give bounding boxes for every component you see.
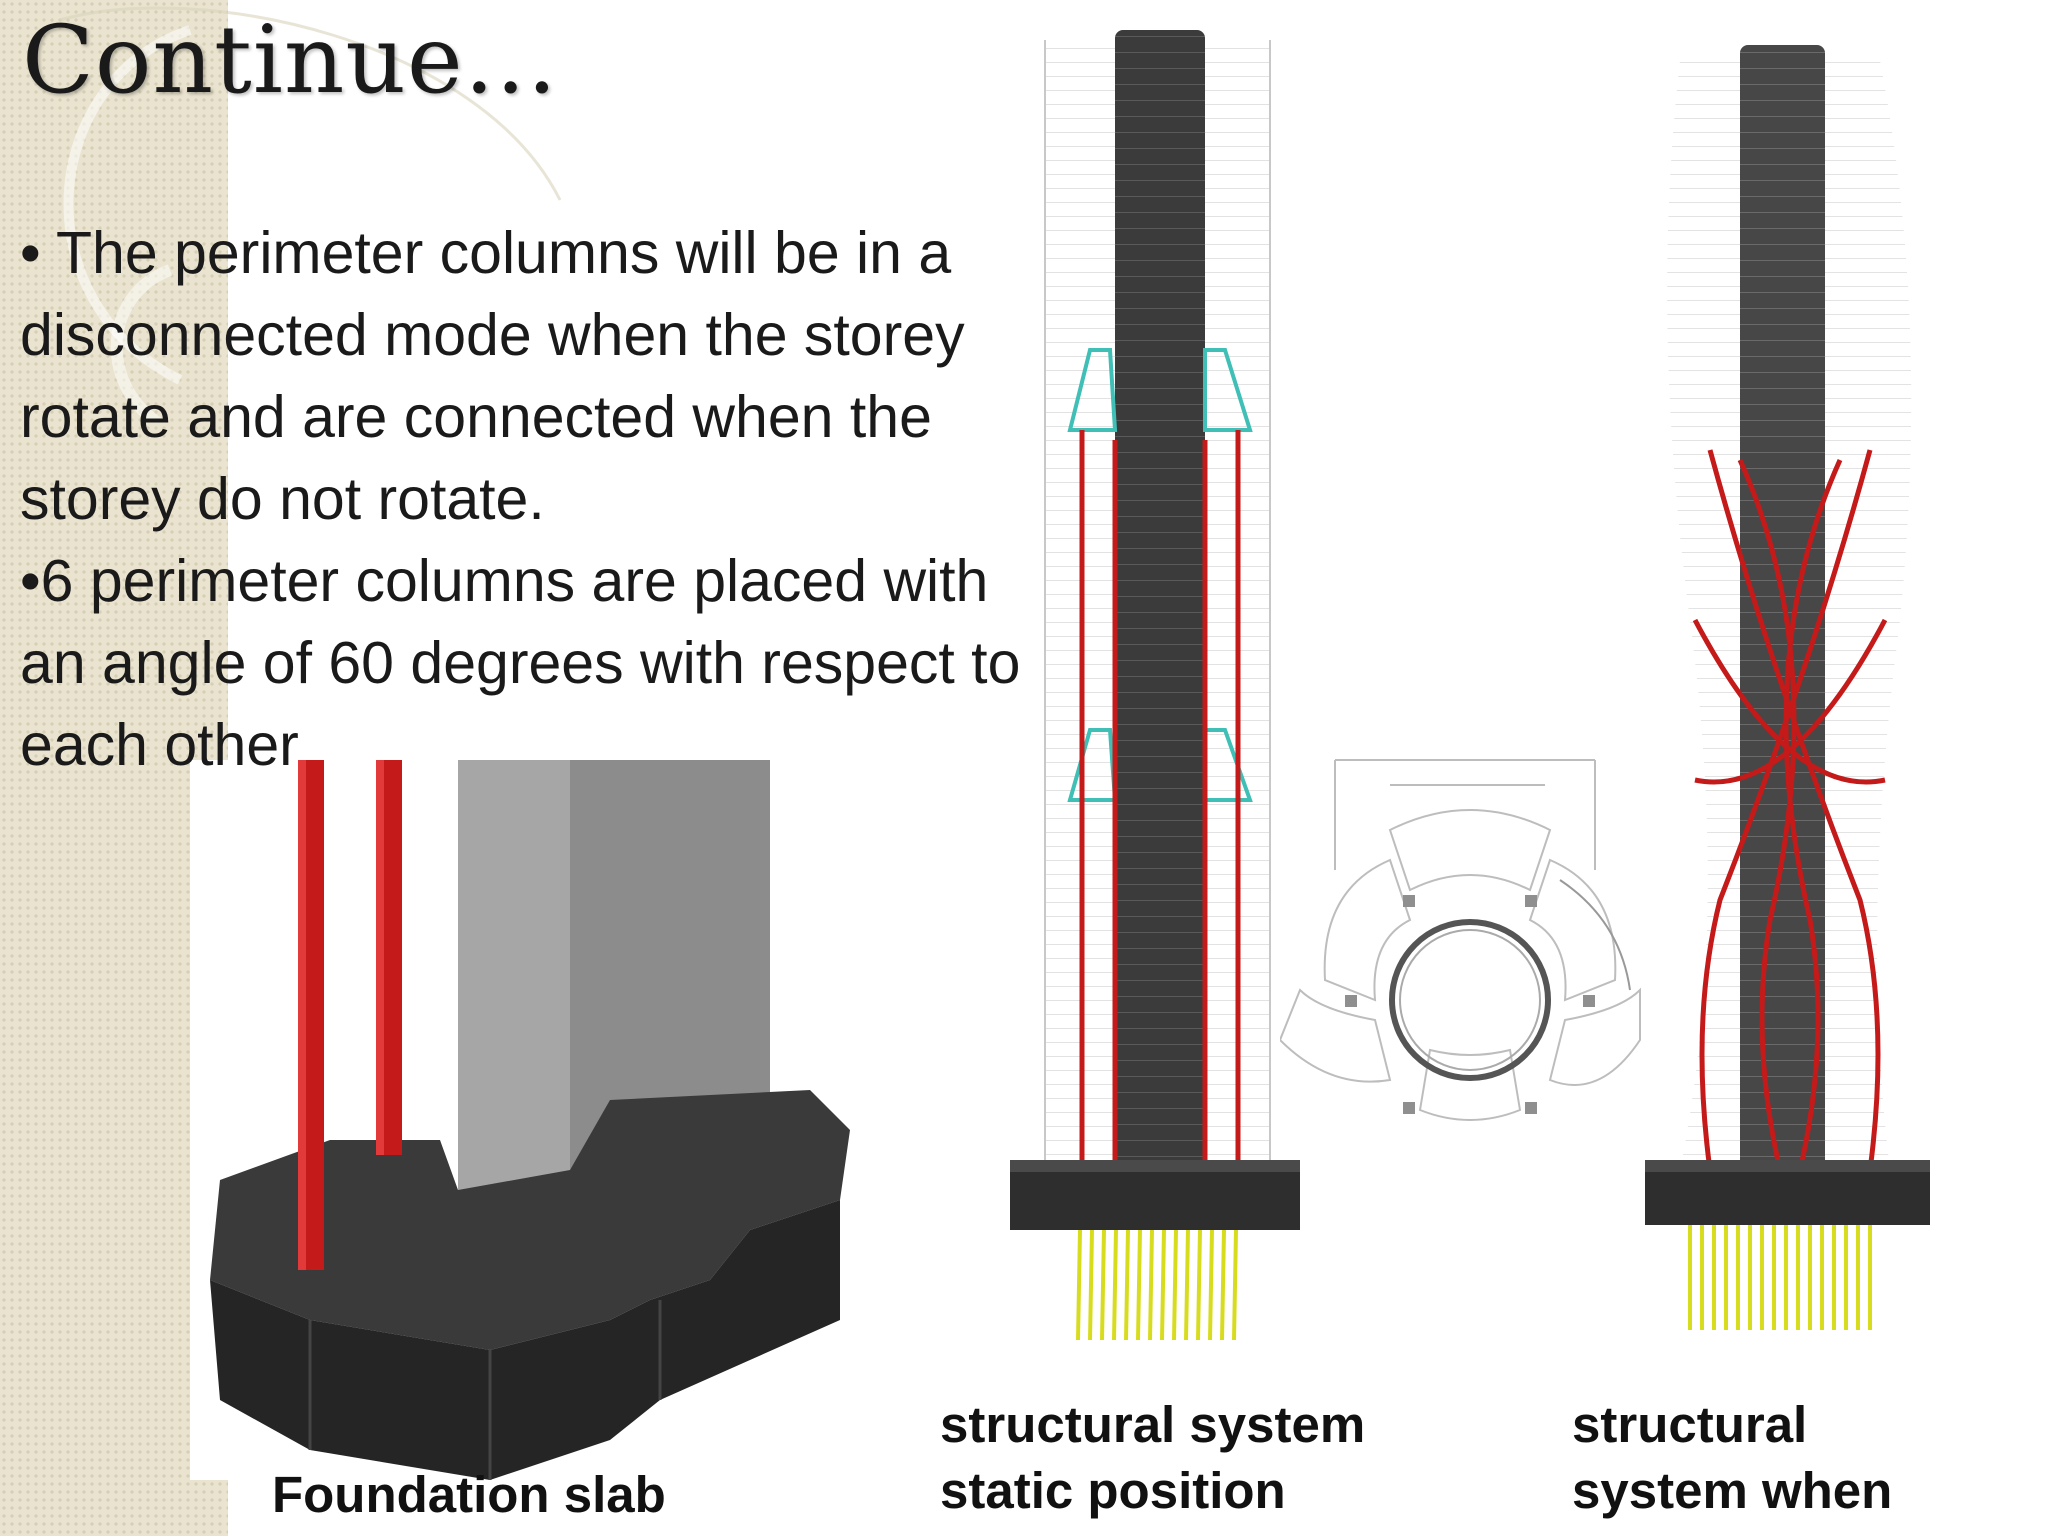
decorative-swirl [59,6,562,420]
caption-line: structural [1572,1396,1808,1453]
caption-line: static position [940,1462,1286,1519]
static-caption: structural system static position [940,1392,1365,1524]
bullet-item: •6 perimeter columns are placed with an … [20,548,1021,778]
foundation-slab-illustration [190,760,890,1480]
bullet-item: • The perimeter columns will be in a dis… [20,220,965,532]
page-title: Continue… [22,6,559,115]
caption-line: system when [1572,1462,1893,1519]
foundation-caption: Foundation slab [272,1462,666,1528]
caption-line: Foundation slab [272,1466,666,1523]
rotating-caption: structural system when [1572,1392,1892,1524]
floor-plan-illustration [1280,759,1641,1121]
caption-line: structural system [940,1396,1366,1453]
rotating-tower-illustration [1645,45,1930,1330]
static-position-tower-illustration [1010,30,1300,1341]
bullet-list: • The perimeter columns will be in a dis… [20,212,1030,786]
